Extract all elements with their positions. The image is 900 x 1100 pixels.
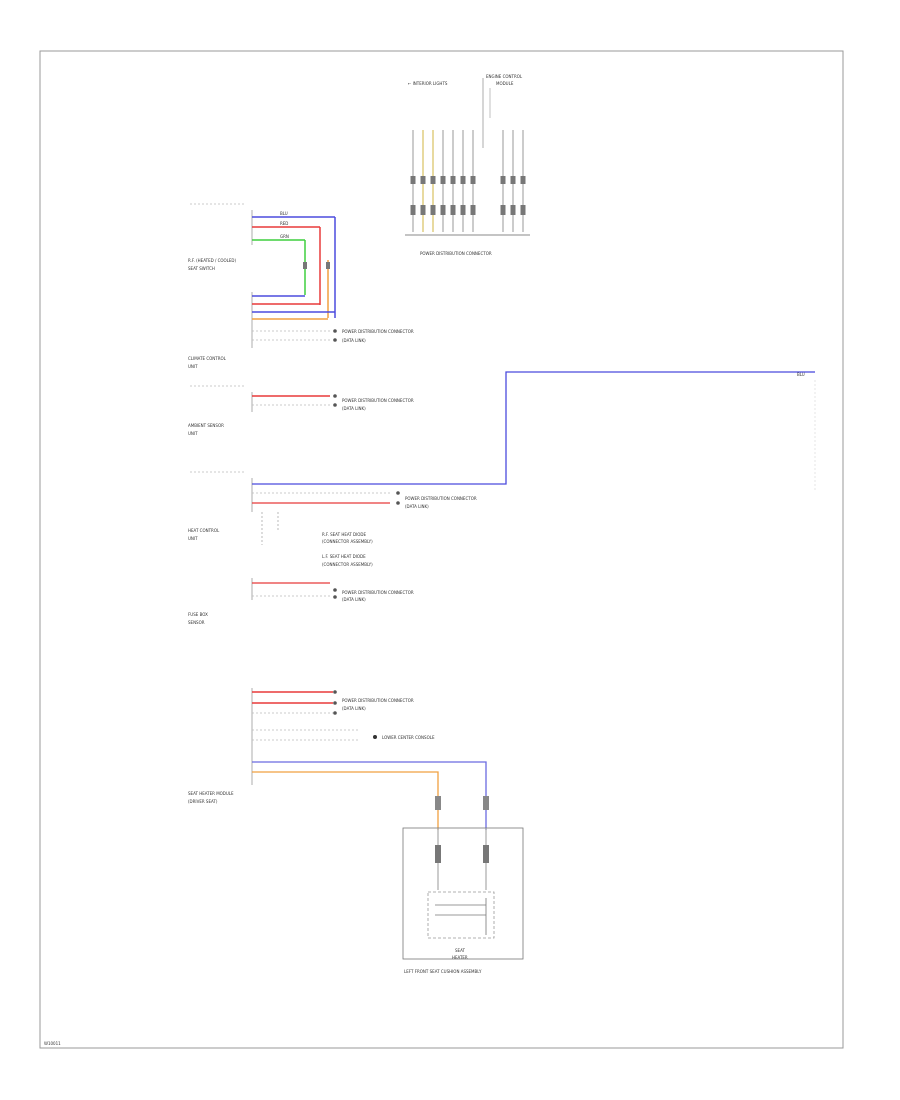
module6-label-line1: SEAT HEATER MODULE xyxy=(188,791,234,796)
assembly-label: LEFT FRONT SEAT CUSHION ASSEMBLY xyxy=(404,969,482,974)
module-climate-control: POWER DISTRIBUTION CONNECTOR (DATA LINK)… xyxy=(188,292,414,369)
ref-data-link-5b: (DATA LINK) xyxy=(342,706,366,711)
note2-line1: L.F. SEAT HEAT DIODE xyxy=(322,554,366,559)
page-border xyxy=(39,50,844,1049)
ref-data-link-2b: (DATA LINK) xyxy=(342,406,366,411)
top-arrow-label: ← INTERIOR LIGHTS xyxy=(408,81,448,86)
module6-label-line2: (DRIVER SEAT) xyxy=(188,799,218,804)
ref-data-link-1: POWER DISTRIBUTION CONNECTOR xyxy=(342,329,414,334)
heater-box-line1: SEAT xyxy=(455,948,465,953)
top-connector-label: POWER DISTRIBUTION CONNECTOR xyxy=(420,251,492,256)
wire-blue-offpage xyxy=(252,371,810,485)
note1-line2: (CONNECTOR ASSEMBLY) xyxy=(322,539,373,544)
ground-ref-label: LOWER CENTER CONSOLE xyxy=(382,735,435,740)
ref-data-link-3b: (DATA LINK) xyxy=(405,504,429,509)
module1-label-line2: SEAT SWITCH xyxy=(188,266,215,271)
module2-label-line2: UNIT xyxy=(188,364,198,369)
ref-data-link-2: POWER DISTRIBUTION CONNECTOR xyxy=(342,398,414,403)
module-fuse-sensor: POWER DISTRIBUTION CONNECTOR (DATA LINK)… xyxy=(188,578,414,625)
module-heat-control: POWER DISTRIBUTION CONNECTOR (DATA LINK)… xyxy=(188,371,816,567)
module5-label-line2: SENSOR xyxy=(188,620,205,625)
ref-data-link-4: POWER DISTRIBUTION CONNECTOR xyxy=(342,590,414,595)
heater-box-line2: HEATER xyxy=(452,955,468,960)
ref-data-link-3: POWER DISTRIBUTION CONNECTOR xyxy=(405,496,477,501)
top-connector-block: ← INTERIOR LIGHTS ENGINE CONTROL MODULE xyxy=(405,74,530,256)
module5-label-line1: FUSE BOX xyxy=(188,612,208,617)
module-ambient-sensor: POWER DISTRIBUTION CONNECTOR (DATA LINK)… xyxy=(188,385,414,436)
module3-label-line1: AMBIENT SENSOR xyxy=(188,423,224,428)
module-seat-switch: BLU RED GRN R.F. (HEATED / COOLED) SEAT … xyxy=(188,203,336,318)
top-ref-line1: ENGINE CONTROL xyxy=(486,74,523,79)
wire-orange-heater xyxy=(252,771,439,830)
wire-label-grn: GRN xyxy=(280,234,289,239)
note1-line1: R.F. SEAT HEAT DIODE xyxy=(322,532,366,537)
top-ref-line2: MODULE xyxy=(496,81,514,86)
ref-data-link-5: POWER DISTRIBUTION CONNECTOR xyxy=(342,698,414,703)
wire-label-red: RED xyxy=(280,221,288,226)
module1-label-line1: R.F. (HEATED / COOLED) xyxy=(188,258,236,263)
ref-data-link-4b: (DATA LINK) xyxy=(342,597,366,602)
page-id-label: W10011 xyxy=(44,1041,61,1046)
module-seat-heater: POWER DISTRIBUTION CONNECTOR (DATA LINK)… xyxy=(188,688,489,830)
seat-heater-assembly: SEAT HEATER LEFT FRONT SEAT CUSHION ASSE… xyxy=(402,827,524,974)
ref-data-link-1b: (DATA LINK) xyxy=(342,338,366,343)
module2-label-line1: CLIMATE CONTROL xyxy=(188,356,227,361)
wire-label-blu: BLU xyxy=(280,211,288,216)
offpage-label: BLU xyxy=(797,372,805,377)
note2-line2: (CONNECTOR ASSEMBLY) xyxy=(322,562,373,567)
module4-label-line2: UNIT xyxy=(188,536,198,541)
module4-label-line1: HEAT CONTROL xyxy=(188,528,220,533)
module3-label-line2: UNIT xyxy=(188,431,198,436)
